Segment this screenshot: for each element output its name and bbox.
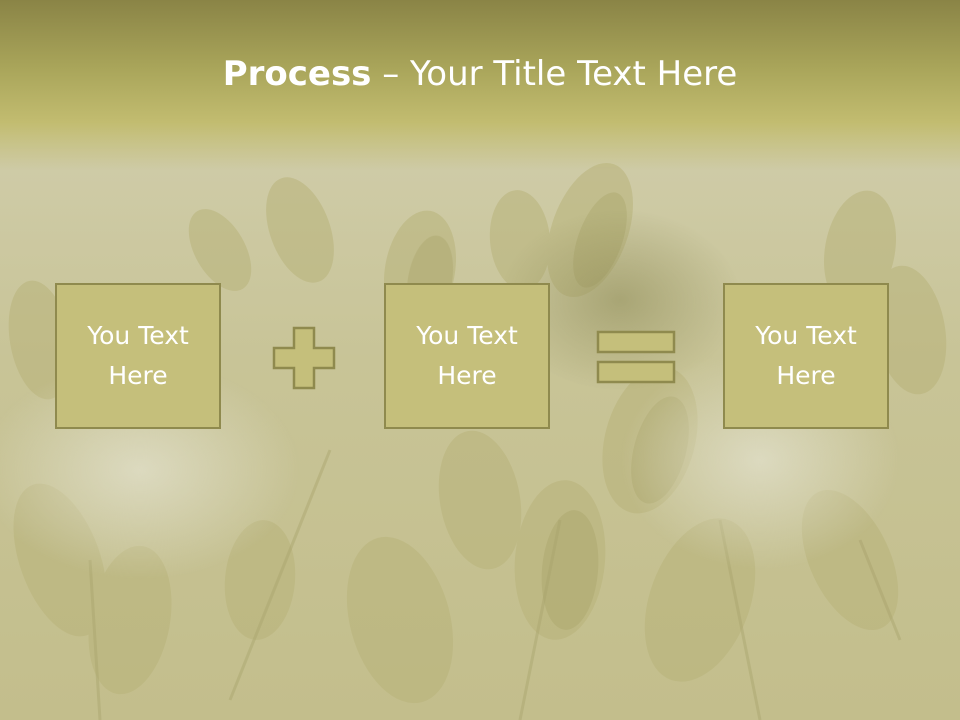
header-band (0, 0, 960, 170)
process-step-2-label: You Text Here (416, 321, 518, 390)
process-step-2[interactable]: You Text Here (384, 283, 550, 429)
process-step-3[interactable]: You Text Here (723, 283, 889, 429)
process-step-3-label: You Text Here (755, 321, 857, 390)
title-bold: Process (222, 54, 372, 94)
process-step-1-label: You Text Here (87, 321, 189, 390)
plus-icon (272, 326, 336, 390)
process-step-1[interactable]: You Text Here (55, 283, 221, 429)
title-rest: – Your Title Text Here (371, 54, 738, 94)
equals-icon (596, 330, 676, 384)
slide-title: Process – Your Title Text Here (0, 52, 960, 96)
